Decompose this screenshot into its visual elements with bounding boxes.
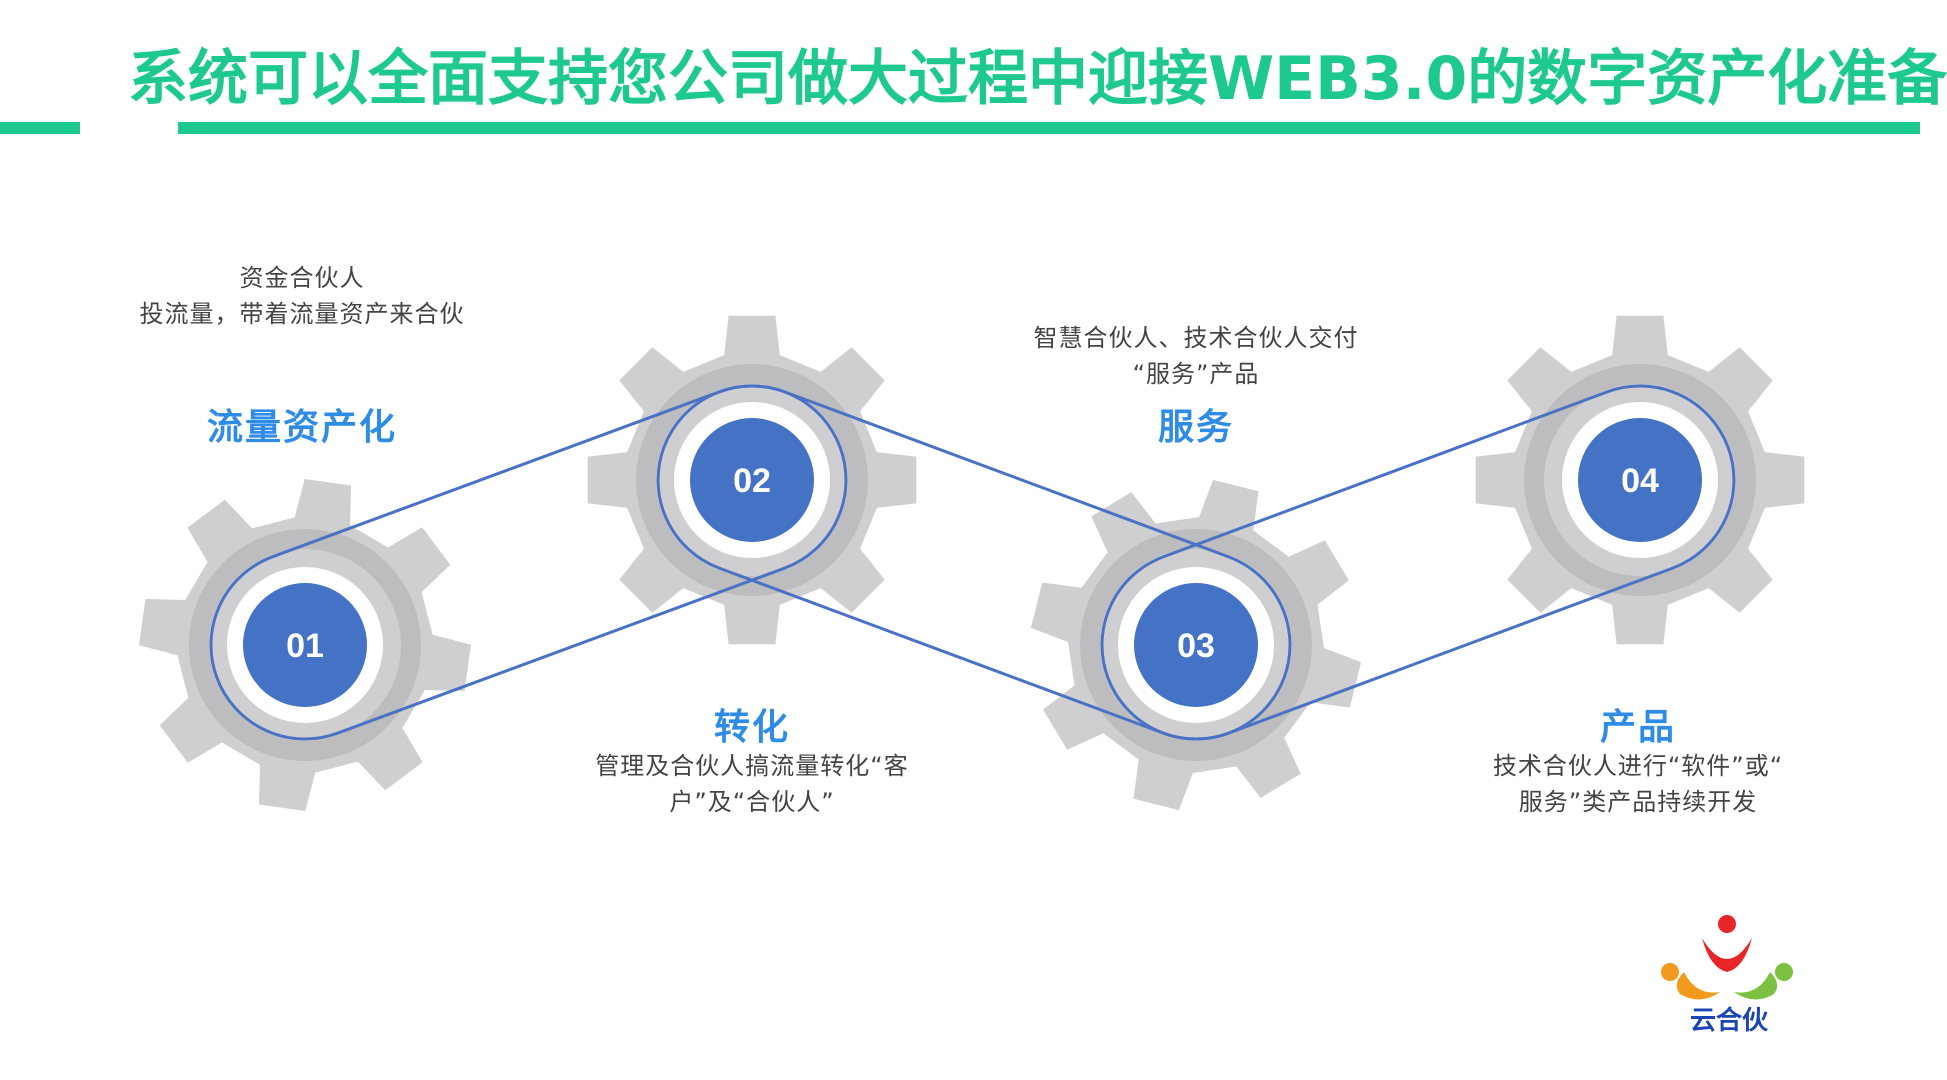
- step-1-desc-line-2: 投流量，带着流量资产来合伙: [139, 300, 465, 328]
- step-4-desc-line-1: 技术合伙人进行“软件”或“: [1492, 752, 1784, 780]
- step-3-label: 服务: [1157, 407, 1235, 448]
- belt-03-04: [1101, 384, 1735, 741]
- title-underline-right: [178, 122, 1920, 134]
- step-2-desc-line-2: 户”及“合伙人”: [669, 788, 835, 816]
- step-1-desc-line-1: 资金合伙人: [239, 264, 365, 292]
- step-2-center: [690, 418, 814, 542]
- page-title: 系统可以全面支持您公司做大过程中迎接WEB3.0的数字资产化准备: [128, 44, 1947, 114]
- step-3-desc-line-2: “服务”产品: [1132, 360, 1260, 388]
- belt-02-03: [656, 384, 1291, 741]
- step-3-number: 03: [1177, 627, 1215, 665]
- title-underline-left: [0, 122, 80, 134]
- step-2-description: 管理及合伙人搞流量转化“客 户”及“合伙人”: [595, 748, 908, 820]
- step-3-desc-line-1: 智慧合伙人、技术合伙人交付: [1033, 324, 1359, 352]
- step-4-center: [1578, 418, 1702, 542]
- people-group-logo-icon: [1661, 915, 1793, 1000]
- step-4-description: 技术合伙人进行“软件”或“ 服务”类产品持续开发: [1493, 748, 1783, 820]
- step-4-number: 04: [1621, 462, 1659, 500]
- step-1-center: [243, 583, 367, 707]
- logo-text: 云合伙: [1690, 1006, 1769, 1036]
- step-1-description: 资金合伙人 投流量，带着流量资产来合伙: [140, 260, 465, 332]
- step-1-number: 01: [286, 627, 324, 665]
- step-3-description: 智慧合伙人、技术合伙人交付 “服务”产品: [1034, 320, 1359, 392]
- step-4-desc-line-2: 服务”类产品持续开发: [1518, 788, 1758, 816]
- step-3-center: [1134, 583, 1258, 707]
- step-2-label: 转化: [713, 707, 791, 748]
- step-1-label: 流量资产化: [206, 407, 398, 448]
- step-2-number: 02: [733, 462, 771, 500]
- step-4-label: 产品: [1599, 707, 1677, 748]
- step-2-desc-line-1: 管理及合伙人搞流量转化“客: [595, 752, 909, 780]
